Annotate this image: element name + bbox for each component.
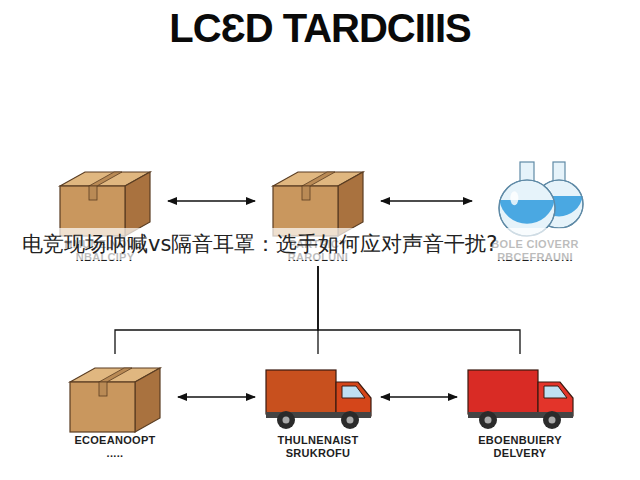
box-tape bbox=[302, 172, 335, 186]
illustration-group bbox=[468, 370, 573, 429]
node-illustration bbox=[55, 356, 175, 434]
truck-cab bbox=[336, 382, 371, 416]
flask-shine bbox=[510, 191, 518, 205]
truck-cargo bbox=[468, 370, 538, 414]
flask-water bbox=[499, 200, 554, 224]
node-label: EBOENBUIERY DELVERY bbox=[460, 434, 580, 460]
truck-wheel bbox=[543, 411, 561, 429]
box-side bbox=[338, 172, 363, 236]
box-tape bbox=[89, 172, 122, 186]
double-arrow bbox=[168, 200, 255, 201]
tree-connector bbox=[115, 266, 318, 354]
truck-cab bbox=[538, 382, 573, 416]
truck-wheel bbox=[479, 411, 497, 429]
node-illustration bbox=[45, 160, 165, 238]
truck-node: EBOENBUIERY DELVERY bbox=[460, 356, 580, 460]
node-illustration bbox=[460, 356, 580, 434]
box-tape bbox=[99, 368, 132, 382]
double-arrow bbox=[381, 200, 472, 201]
illustration-group bbox=[60, 172, 150, 236]
node-label: THULNENAIST SRUKROFU bbox=[258, 434, 378, 460]
double-arrow bbox=[178, 396, 255, 397]
truck-hub bbox=[549, 417, 556, 424]
truck-hub bbox=[283, 417, 290, 424]
node-illustration bbox=[258, 160, 378, 238]
node-label: ..... bbox=[55, 447, 175, 460]
box-tape bbox=[89, 186, 97, 200]
box-front bbox=[70, 382, 135, 432]
truck-window bbox=[342, 386, 365, 398]
truck-hub bbox=[485, 417, 492, 424]
truck-wheel bbox=[341, 411, 359, 429]
overlay-caption: 电竞现场呐喊vs隔音耳罩：选手如何应对声音干扰? bbox=[0, 228, 640, 260]
illustration-group bbox=[266, 370, 371, 429]
truck-window bbox=[544, 386, 567, 398]
illustration-group bbox=[70, 368, 160, 432]
truck-cargo bbox=[266, 370, 336, 414]
truck-node: THULNENAIST SRUKROFU bbox=[258, 356, 378, 460]
double-arrow bbox=[381, 396, 457, 397]
box-side bbox=[125, 172, 150, 236]
node-illustration bbox=[475, 160, 595, 238]
package-node: ECOEANOOPT..... bbox=[55, 356, 175, 460]
node-illustration bbox=[258, 356, 378, 434]
illustration-group bbox=[273, 172, 363, 236]
illustration-group bbox=[499, 162, 583, 236]
truck-hub bbox=[347, 417, 354, 424]
box-tape bbox=[302, 186, 310, 200]
box-tape bbox=[99, 382, 107, 396]
box-side bbox=[135, 368, 160, 432]
truck-wheel bbox=[277, 411, 295, 429]
node-label: ECOEANOOPT bbox=[55, 434, 175, 447]
diagram-title: LCƐD TARDCIIIS bbox=[0, 6, 640, 51]
tree-connector bbox=[318, 266, 520, 354]
